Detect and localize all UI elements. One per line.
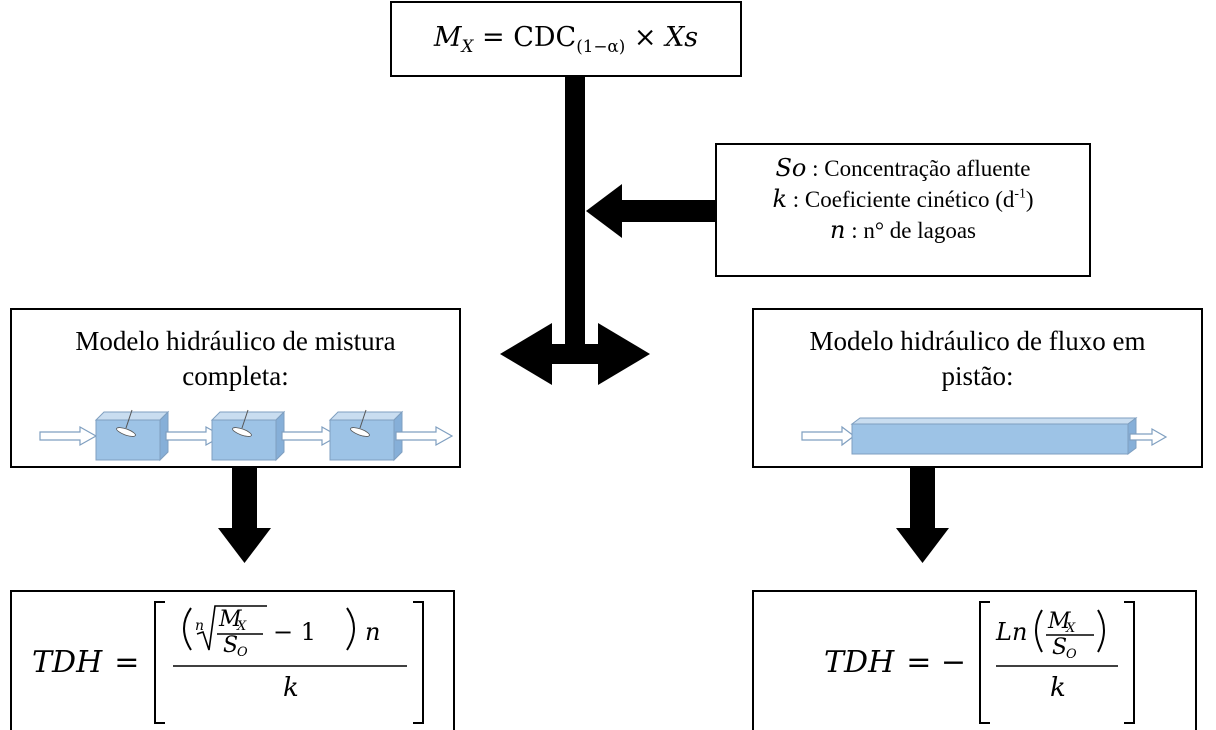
channel-top-face [850,417,1138,425]
mx-symbol: M [1047,609,1071,634]
info-arrow-head [586,184,622,238]
plug-flow-tdh-formula: TDH = − Ln M X S O k [824,600,1146,725]
info-arrow-shaft [610,200,716,222]
cdc-text: CDC [513,22,577,54]
complete-mix-formula-box: TDH = n M X S O − 1 n k [10,590,455,730]
mx-subscript: X [236,619,247,634]
mx-subscript: X [461,35,474,56]
denominator-k: k [283,673,299,703]
plug-flow-channel-icon [851,423,1129,455]
input-parameters-box: So : Concentração afluente k : Coeficien… [715,143,1091,277]
input-row-n: n : n° de lagoas [717,215,1089,246]
reactor-2-icon [211,409,285,461]
down-arrow-left-head [218,528,271,563]
reactor-1-icon [95,409,169,461]
input-row-so: So : Concentração afluente [717,153,1089,184]
mx-subscript: X [1065,621,1076,636]
down-arrow-left-shaft [232,468,257,530]
tdh-label: TDH [32,645,103,680]
k-symbol: k [772,185,787,214]
k-description: : Coeficiente cinético (d [787,187,1015,213]
so-symbol: S [1052,635,1067,660]
so-subscript: O [237,645,248,660]
down-arrow-right-shaft [910,468,935,530]
mx-symbol: M [433,22,462,54]
n-description: : n° de lagoas [845,218,977,244]
equals-sign: = [114,645,140,680]
k-unit-superscript: -1 [1014,185,1026,201]
outflow-arrow-icon [1129,427,1168,447]
equals-minus-sign: = − [906,645,967,680]
top-formula-box: MX = CDC(1−α) × Xs [390,1,742,77]
complete-mix-title-line2: completa: [182,360,289,391]
so-symbol: S [223,633,238,658]
inflow-arrow-icon [801,425,855,447]
inflow-arrow-icon [39,426,97,446]
equals-sign: = [482,22,505,54]
n-symbol: n [829,216,846,245]
xs-symbol: Xs [665,22,699,54]
plug-flow-formula-box: TDH = − Ln M X S O k [752,590,1197,730]
complete-mix-title-line1: Modelo hidráulico de mistura [75,326,396,356]
plug-flow-fraction: Ln M X S O k [979,601,1136,724]
k-close-paren: ) [1025,187,1034,213]
plug-flow-title-line1: Modelo hidráulico de fluxo em [809,326,1146,356]
mx-symbol: M [218,607,242,632]
outflow-arrow-icon [395,426,453,446]
times-sign: × [633,22,657,54]
down-arrow-right-head [896,528,949,563]
ln-text: Ln [995,618,1027,646]
top-formula: MX = CDC(1−α) × Xs [434,22,698,56]
denominator-k: k [1050,673,1066,703]
double-arrow-left-head [500,323,552,385]
plug-flow-reactor-illustration [801,417,1168,455]
cdc-subscript: (1−α) [576,35,626,56]
plug-flow-model-box: Modelo hidráulico de fluxo em pistão: [752,308,1203,468]
reactor-3-icon [329,409,403,461]
complete-mix-fraction: n M X S O − 1 n k [154,601,425,724]
plug-flow-title-line2: pistão: [941,360,1014,391]
so-subscript: O [1066,647,1077,662]
n-multiplier: n [365,618,380,646]
complete-mix-reactors-illustration [39,409,453,461]
trunk-line [565,77,585,354]
minus-one: − 1 [273,618,316,646]
so-description: : Concentração afluente [806,156,1031,181]
tdh-label: TDH [824,645,895,680]
double-arrow-right-head [598,323,650,385]
so-symbol: So [775,154,807,182]
root-index: n [195,618,204,634]
complete-mix-model-box: Modelo hidráulico de mistura completa: [10,308,461,468]
complete-mix-tdh-formula: TDH = n M X S O − 1 n k [32,600,451,725]
input-row-k: k : Coeficiente cinético (d-1) [717,184,1089,215]
